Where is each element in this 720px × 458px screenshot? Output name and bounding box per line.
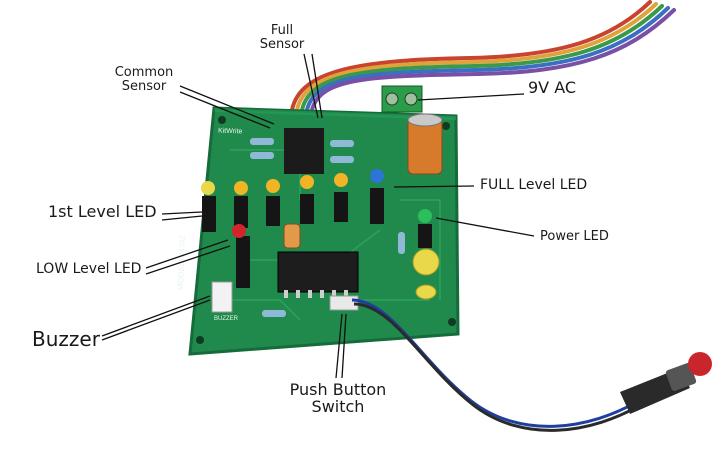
label-full-sensor-line1: Full [270,23,294,38]
label-first-level-led: 1st Level LED [48,202,157,221]
led-2 [234,181,248,195]
led-first-level [201,181,215,195]
label-common-sensor-line1: Common [114,65,174,80]
label-push-button-line1: Push Button [289,380,387,399]
label-push-button-switch: Push Button Switch [282,380,394,416]
led-power [418,209,432,223]
label-low-level-led: LOW Level LED [36,261,142,277]
led-stands [202,188,432,288]
label-common-sensor-line2: Sensor [121,78,167,94]
label-buzzer: Buzzer [32,327,100,351]
label-full-sensor: Full Sensor [252,24,312,51]
led-full-level [370,169,384,183]
terminal-block [381,85,423,113]
led-4 [300,175,314,189]
label-common-sensor: Common Sensor [108,66,180,93]
label-9v-ac: 9V AC [528,78,577,97]
pcb-buzzer-silkscreen: BUZZER [214,316,238,322]
push-button-switch [620,352,712,414]
led-5 [334,173,348,187]
led-3 [266,179,280,193]
resistors [250,138,405,317]
pcb-board [188,106,460,356]
electrolytic-capacitor [407,113,443,175]
led-low-level [232,224,246,238]
label-full-sensor-line2: Sensor [259,36,305,52]
button-cable [351,298,643,432]
label-full-level-led: FULL Level LED [480,177,588,193]
ic-chip-top [284,128,324,174]
buzzer-connector [211,281,233,313]
label-power-led: Power LED [540,229,609,244]
ribbon-cable [290,0,676,112]
yellow-capacitor [412,248,440,300]
label-push-button-line2: Switch [311,396,365,416]
small-capacitor [283,223,301,249]
ic-chip-bottom [277,251,359,298]
